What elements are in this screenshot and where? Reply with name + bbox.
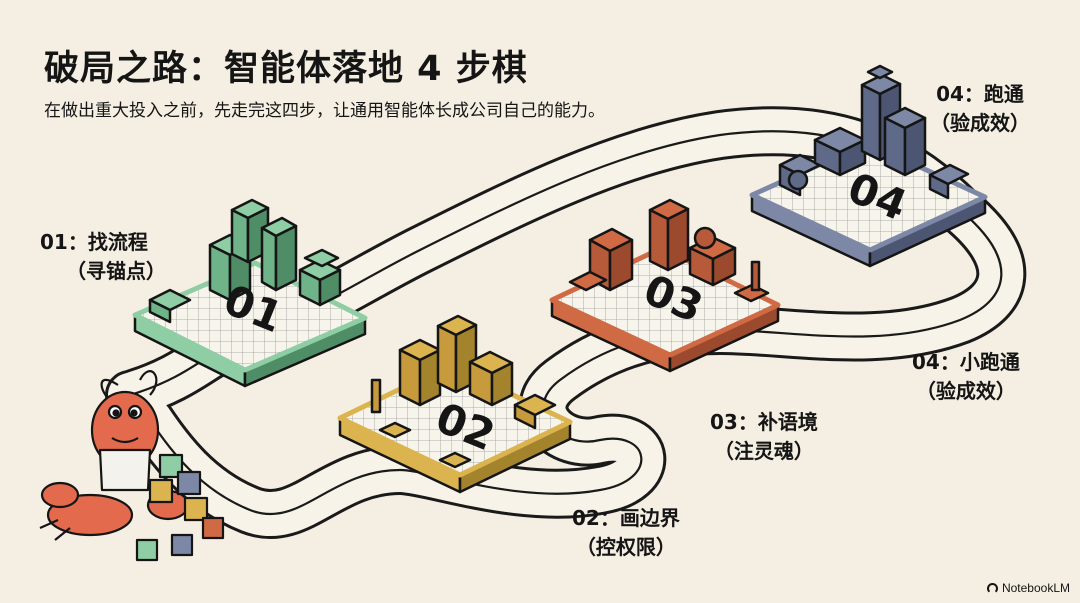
blocks-02 (370, 314, 557, 469)
platform-04 (749, 64, 988, 268)
page-title: 破局之路：智能体落地 4 步棋 (44, 49, 528, 89)
winding-road (105, 106, 1027, 539)
step-label-03: 03：补语境 （注灵魂） (710, 408, 818, 466)
step-subtitle-01: （寻锚点） (66, 259, 166, 283)
notebooklm-logo-icon (986, 582, 998, 594)
lobster-mascot-illustration (39, 370, 225, 562)
step-label-04-small: 04：小跑通 （验成效） (912, 348, 1020, 406)
step-subtitle-04-small: （验成效） (915, 379, 1016, 403)
blocks-04 (778, 64, 970, 200)
step-title-04: 04：跑通 (936, 82, 1024, 106)
step-subtitle-02: （控权限） (575, 535, 676, 559)
step-title-01: 01：找流程 (40, 230, 148, 254)
platform-01 (132, 198, 368, 388)
blocks-01 (148, 198, 342, 324)
step-subtitle-03: （注灵魂） (713, 439, 814, 463)
step-label-04: 04：跑通 （验成效） (930, 80, 1030, 138)
step-title-03: 03：补语境 (710, 410, 818, 434)
step-subtitle-04: （验成效） (930, 111, 1030, 135)
blocks-03 (568, 198, 770, 303)
brand-watermark: NotebookLM (986, 581, 1070, 595)
step-title-02: 02：画边界 (572, 506, 680, 530)
platform-03 (549, 198, 781, 373)
page-subtitle: 在做出重大投入之前，先走完这四步，让通用智能体长成公司自己的能力。 (44, 101, 605, 121)
step-label-01: 01：找流程 （寻锚点） (40, 228, 166, 286)
brand-name: NotebookLM (1001, 581, 1070, 595)
step-title-04-small: 04：小跑通 (912, 350, 1020, 374)
platform-02 (337, 314, 573, 494)
step-label-02: 02：画边界 （控权限） (572, 504, 680, 562)
